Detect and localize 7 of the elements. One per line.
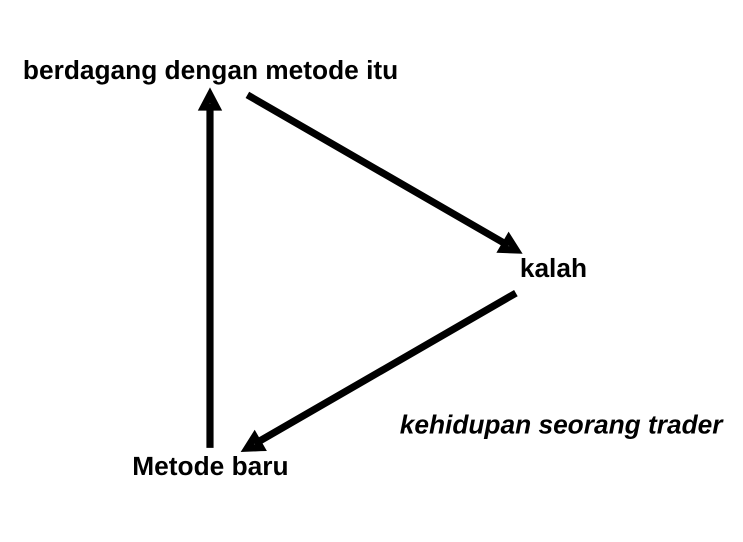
arrow	[198, 86, 222, 448]
node-text: Metode baru	[132, 450, 289, 481]
arrow	[240, 289, 518, 452]
node-text: berdagang dengan metode itu	[22, 54, 398, 84]
label: kehidupan seorang trader	[400, 409, 722, 440]
arrow	[246, 91, 523, 254]
node-text: kalah	[520, 252, 588, 282]
